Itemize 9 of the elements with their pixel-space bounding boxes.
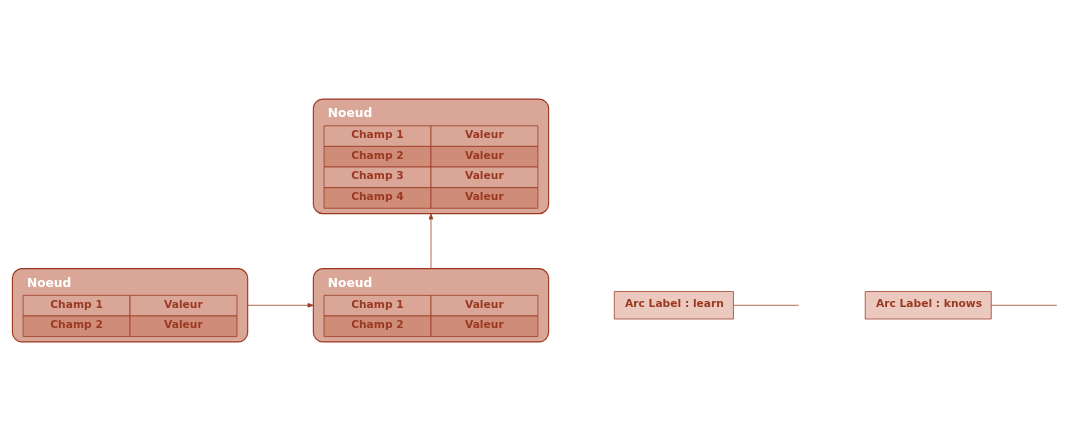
connector: [990, 304, 1058, 306]
node-box: Noeud Champ 1 Valeur Champ 2 Valeur: [312, 268, 550, 343]
node-box: Arc Label : learn: [613, 291, 734, 320]
node-box: Arc Label : knows: [864, 291, 992, 320]
node-box: Noeud Champ 1 Valeur Champ 2 Valeur: [11, 268, 249, 343]
connector: [733, 304, 799, 306]
arrow: [247, 303, 314, 308]
arrow: [428, 213, 434, 269]
node-box: Noeud Champ 1 Valeur Champ 2 Valeur Champ 3 Valeur Champ 4 Valeur: [312, 98, 550, 215]
